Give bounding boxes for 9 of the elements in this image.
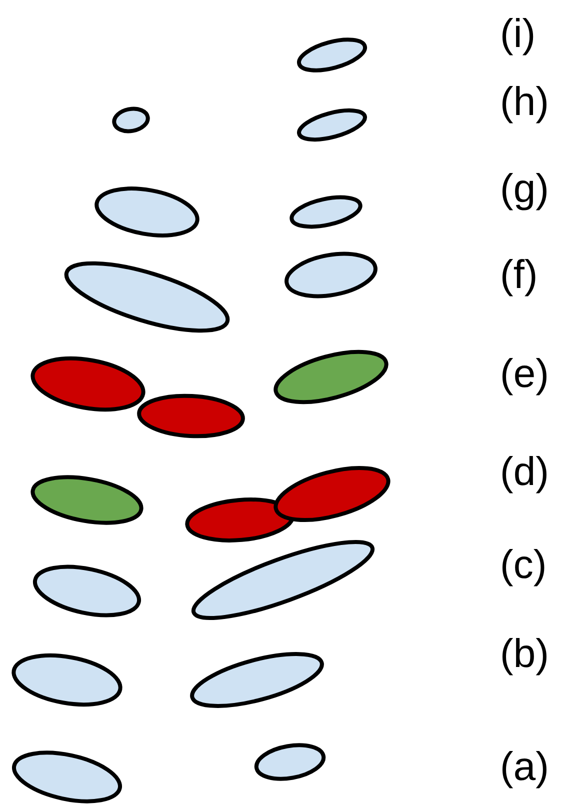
panel-label: (d) xyxy=(500,450,549,494)
panel-label: (b) xyxy=(500,632,549,676)
panel-label: (e) xyxy=(500,352,549,396)
panel-label: (c) xyxy=(500,543,547,587)
panel-label: (a) xyxy=(500,745,549,789)
panel-label: (g) xyxy=(500,167,549,211)
panel-label: (h) xyxy=(500,80,549,124)
panel-label: (f) xyxy=(500,253,538,297)
panel-label: (i) xyxy=(500,12,536,56)
